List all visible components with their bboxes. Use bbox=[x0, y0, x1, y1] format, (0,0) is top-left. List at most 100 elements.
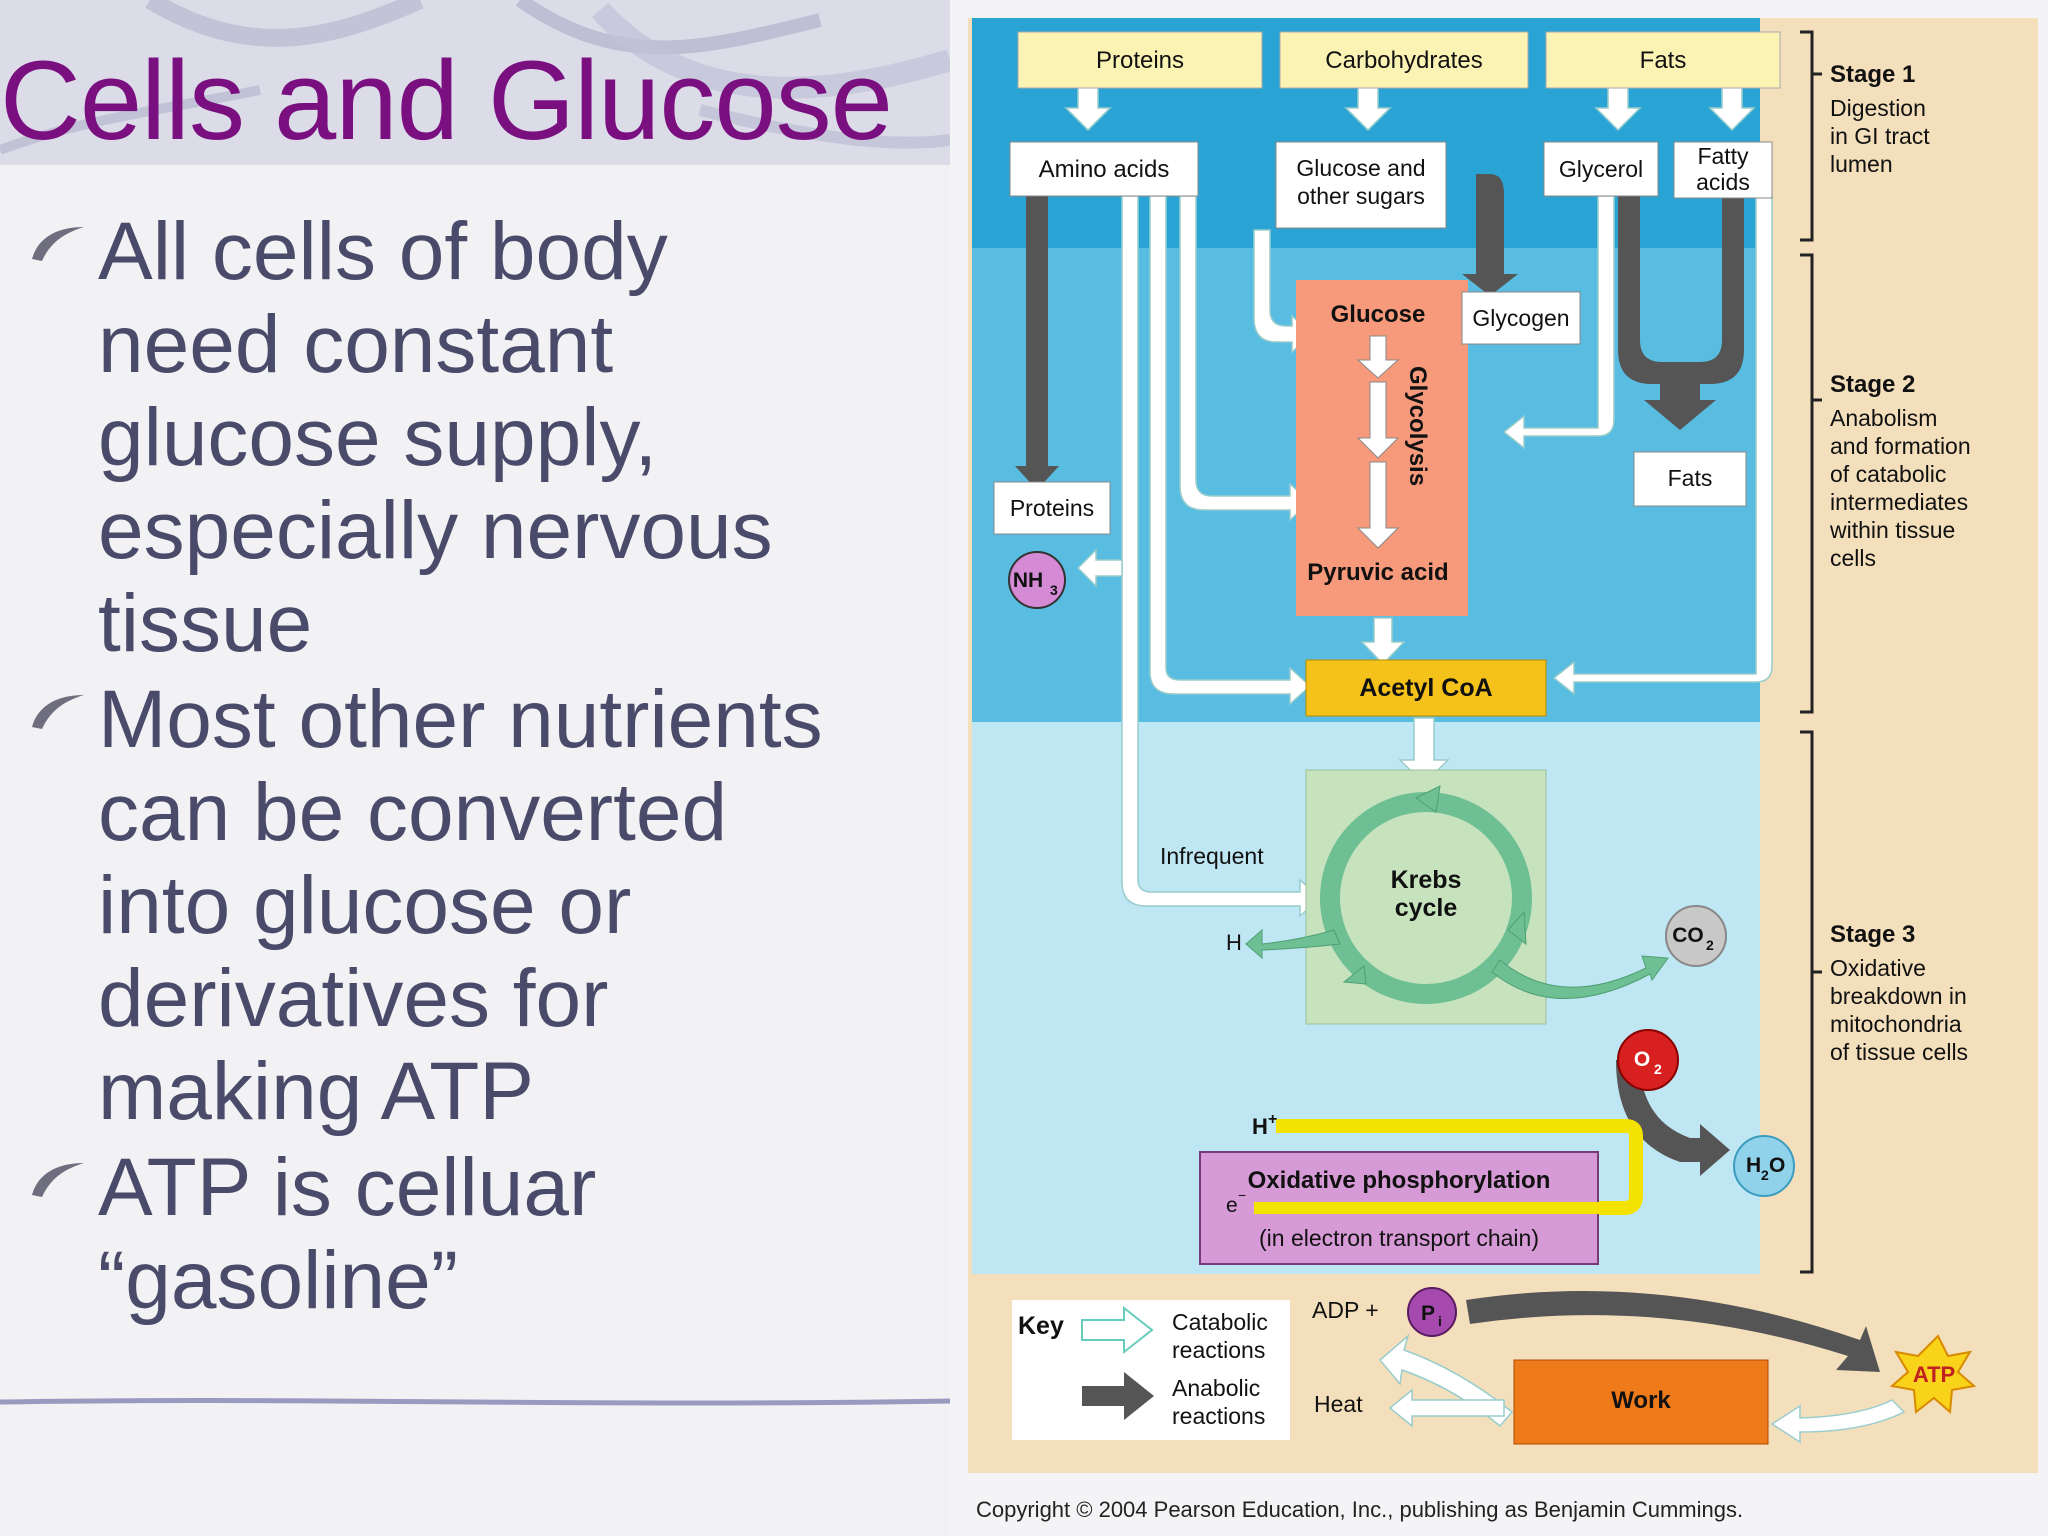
stage3-line: Oxidative bbox=[1830, 955, 1926, 981]
bullet-list: All cells of body need constant glucose … bbox=[28, 205, 928, 1330]
glucose-sugars-box bbox=[1275, 141, 1447, 229]
proteins-source-label: Proteins bbox=[1096, 47, 1184, 74]
glycerol-label: Glycerol bbox=[1559, 156, 1643, 182]
krebs-cycle-arrows bbox=[1245, 785, 1669, 999]
h-plus-label: H bbox=[1252, 1114, 1268, 1139]
stage3-line: mitochondria bbox=[1830, 1011, 1962, 1037]
bullet-line: need constant bbox=[98, 299, 614, 390]
stage2-title: Stage 2 bbox=[1830, 371, 1915, 398]
e-minus-superscript: − bbox=[1238, 1187, 1246, 1203]
fatty-acids-label: Fatty bbox=[1697, 143, 1749, 169]
anabolic-key-arrow bbox=[1082, 1372, 1154, 1420]
key-box bbox=[1012, 1300, 1290, 1440]
work-box bbox=[1513, 1359, 1769, 1445]
co2-subscript: 2 bbox=[1706, 937, 1714, 953]
glycolysis-arrows bbox=[1356, 335, 1400, 549]
key-label: Key bbox=[1018, 1312, 1064, 1340]
h2o-subscript: 2 bbox=[1761, 1167, 1769, 1183]
slide-title: Cells and Glucose bbox=[0, 38, 893, 163]
glycerol-box bbox=[1543, 141, 1659, 197]
catabolic-key-arrow bbox=[1081, 1305, 1154, 1355]
h2o-label-h: H bbox=[1746, 1154, 1761, 1177]
bullet-item: All cells of body need constant glucose … bbox=[28, 205, 928, 670]
anabolic-arrows bbox=[1015, 174, 1880, 1372]
etc-label: (in electron transport chain) bbox=[1259, 1225, 1539, 1251]
fats-label: Fats bbox=[1668, 465, 1713, 491]
swoosh-bullet-icon bbox=[32, 1163, 84, 1197]
phosphate-molecule bbox=[1407, 1287, 1457, 1337]
amino-acids-label: Amino acids bbox=[1039, 156, 1170, 183]
o2-label: O bbox=[1634, 1048, 1650, 1071]
h2o-label-o: O bbox=[1769, 1154, 1785, 1177]
electron-path-line bbox=[1276, 1119, 1643, 1215]
glycolysis-label: Glycolysis bbox=[1404, 366, 1431, 486]
glycogen-box bbox=[1461, 291, 1581, 345]
fats-box bbox=[1633, 451, 1747, 507]
fats-source-box bbox=[1545, 31, 1781, 89]
bullet-item: Most other nutrients can be converted in… bbox=[28, 673, 928, 1138]
glycogen-label: Glycogen bbox=[1472, 305, 1569, 331]
fatty-acids-box bbox=[1673, 141, 1773, 199]
fats-source-label: Fats bbox=[1640, 47, 1687, 74]
pi-label: P bbox=[1421, 1302, 1435, 1325]
proteins-label: Proteins bbox=[1010, 495, 1094, 521]
catabolic-arrows bbox=[1064, 83, 1906, 1444]
catabolic-label: reactions bbox=[1172, 1337, 1265, 1363]
stage3-line: breakdown in bbox=[1830, 983, 1967, 1009]
title-background-swirl bbox=[0, 0, 950, 165]
bullet-line: into glucose or bbox=[98, 860, 632, 951]
co2-label: CO bbox=[1672, 924, 1704, 947]
krebs-label: Krebs bbox=[1391, 866, 1462, 894]
proteins-box bbox=[993, 481, 1111, 535]
acetyl-coa-label: Acetyl CoA bbox=[1359, 674, 1492, 702]
stage1-line: in GI tract bbox=[1830, 123, 1930, 149]
bullet-line: ATP is celluar bbox=[98, 1142, 597, 1233]
o2-molecule bbox=[1617, 1029, 1679, 1091]
stage2-line: within tissue bbox=[1829, 517, 1955, 543]
amino-acids-box bbox=[1009, 141, 1199, 197]
glucose-label: Glucose bbox=[1331, 301, 1426, 328]
atp-starburst bbox=[1889, 1334, 1977, 1415]
atp-label: ATP bbox=[1913, 1362, 1955, 1387]
stage2-line: Anabolism bbox=[1830, 405, 1937, 431]
co2-molecule bbox=[1665, 905, 1727, 967]
glucose-sugars-label: Glucose and bbox=[1296, 155, 1425, 181]
bullet-line: especially nervous bbox=[98, 485, 773, 576]
anabolic-label: Anabolic bbox=[1172, 1375, 1260, 1401]
bullet-line: Most other nutrients bbox=[98, 674, 823, 765]
h2o-molecule bbox=[1733, 1135, 1795, 1197]
nh3-subscript: 3 bbox=[1050, 582, 1058, 598]
e-minus-label: e bbox=[1226, 1194, 1238, 1217]
stage2-line: and formation bbox=[1830, 433, 1971, 459]
bullet-line: derivatives for bbox=[98, 953, 609, 1044]
fatty-acids-label: acids bbox=[1696, 169, 1750, 195]
nh3-molecule bbox=[1008, 551, 1066, 609]
krebs-label: cycle bbox=[1395, 894, 1458, 922]
bullet-line: making ATP bbox=[98, 1046, 534, 1137]
metabolism-diagram: Stage 1 Digestion in GI tract lumen Stag… bbox=[968, 18, 2038, 1473]
bullet-line: can be converted bbox=[98, 767, 728, 858]
nh3-label: NH bbox=[1013, 569, 1043, 592]
slide-text-panel: Cells and Glucose All cells of body need… bbox=[0, 0, 950, 1536]
stage2-line: intermediates bbox=[1830, 489, 1968, 515]
stage3-line: of tissue cells bbox=[1830, 1039, 1968, 1065]
stage-brackets bbox=[1800, 30, 1822, 1274]
stage1-title: Stage 1 bbox=[1830, 61, 1915, 88]
bullet-line: tissue bbox=[98, 578, 313, 669]
bullet-line: glucose supply, bbox=[98, 392, 658, 483]
carbohydrates-source-box bbox=[1279, 31, 1529, 89]
h-plus-superscript: + bbox=[1268, 1111, 1277, 1128]
proteins-source-box bbox=[1017, 31, 1263, 89]
adp-label: ADP + bbox=[1312, 1297, 1379, 1323]
pyruvic-acid-label: Pyruvic acid bbox=[1307, 559, 1448, 586]
ox-phos-label: Oxidative phosphorylation bbox=[1248, 1167, 1551, 1194]
anabolic-label: reactions bbox=[1172, 1403, 1265, 1429]
pi-subscript: i bbox=[1438, 1313, 1442, 1329]
o2-subscript: 2 bbox=[1654, 1061, 1662, 1077]
copyright-notice: Copyright © 2004 Pearson Education, Inc.… bbox=[976, 1497, 1744, 1522]
stage2-line: cells bbox=[1830, 545, 1876, 571]
work-label: Work bbox=[1611, 1387, 1671, 1414]
swoosh-bullet-icon bbox=[32, 227, 84, 261]
heat-label: Heat bbox=[1314, 1391, 1363, 1417]
acetyl-coa-box bbox=[1305, 659, 1547, 717]
